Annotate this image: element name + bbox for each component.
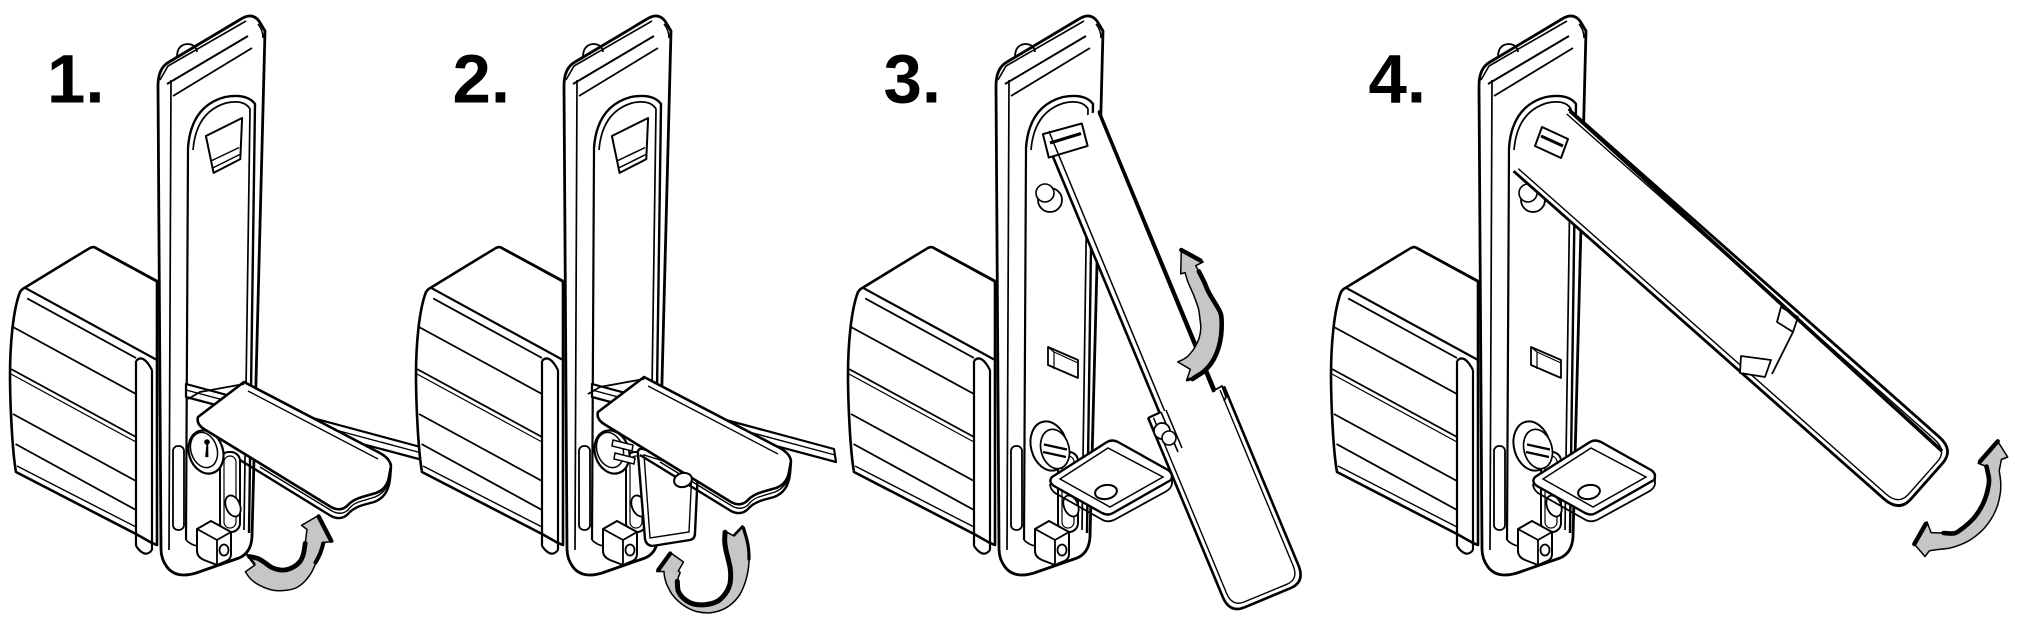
svg-text:1.: 1. [47,41,105,118]
svg-text:4.: 4. [1369,41,1427,118]
svg-text:2.: 2. [453,41,511,118]
svg-text:3.: 3. [884,41,942,118]
